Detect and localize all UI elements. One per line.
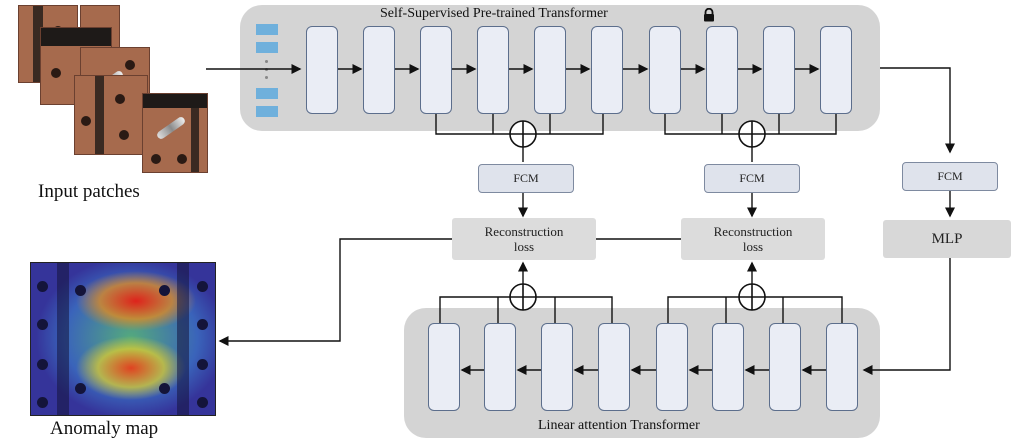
encoder-block (706, 26, 738, 114)
token (256, 42, 278, 53)
decoder-block (484, 323, 516, 411)
token (256, 106, 278, 117)
decoder-block (826, 323, 858, 411)
decoder-block (541, 323, 573, 411)
fcm-box-left: FCM (478, 164, 574, 193)
encoder-block (306, 26, 338, 114)
fcm-box-middle: FCM (704, 164, 800, 193)
input-patches-image (18, 5, 218, 181)
fcm-box-right: FCM (902, 162, 998, 191)
anomaly-map-image (30, 262, 216, 416)
encoder-title: Self-Supervised Pre-trained Transformer (380, 6, 608, 21)
encoder-block (591, 26, 623, 114)
decoder-block (769, 323, 801, 411)
circled-plus-icon (509, 283, 537, 311)
output-label: Anomaly map (50, 418, 159, 439)
decoder-block (712, 323, 744, 411)
decoder-block (598, 323, 630, 411)
decoder-title: Linear attention Transformer (538, 418, 700, 433)
token-ellipsis (265, 68, 268, 71)
token-ellipsis (265, 60, 268, 63)
encoder-block (363, 26, 395, 114)
encoder-block (534, 26, 566, 114)
token-ellipsis (265, 76, 268, 79)
decoder-block (656, 323, 688, 411)
token (256, 88, 278, 99)
encoder-block (649, 26, 681, 114)
encoder-block (420, 26, 452, 114)
reconstruction-loss-left: Reconstruction loss (452, 218, 596, 260)
encoder-block (477, 26, 509, 114)
reconstruction-loss-right: Reconstruction loss (681, 218, 825, 260)
mlp-box: MLP (883, 220, 1011, 258)
circled-plus-icon (738, 283, 766, 311)
token (256, 24, 278, 35)
encoder-block (763, 26, 795, 114)
token-column (256, 24, 280, 120)
encoder-block (820, 26, 852, 114)
lock-icon (702, 7, 716, 22)
input-label: Input patches (38, 181, 140, 202)
decoder-block (428, 323, 460, 411)
